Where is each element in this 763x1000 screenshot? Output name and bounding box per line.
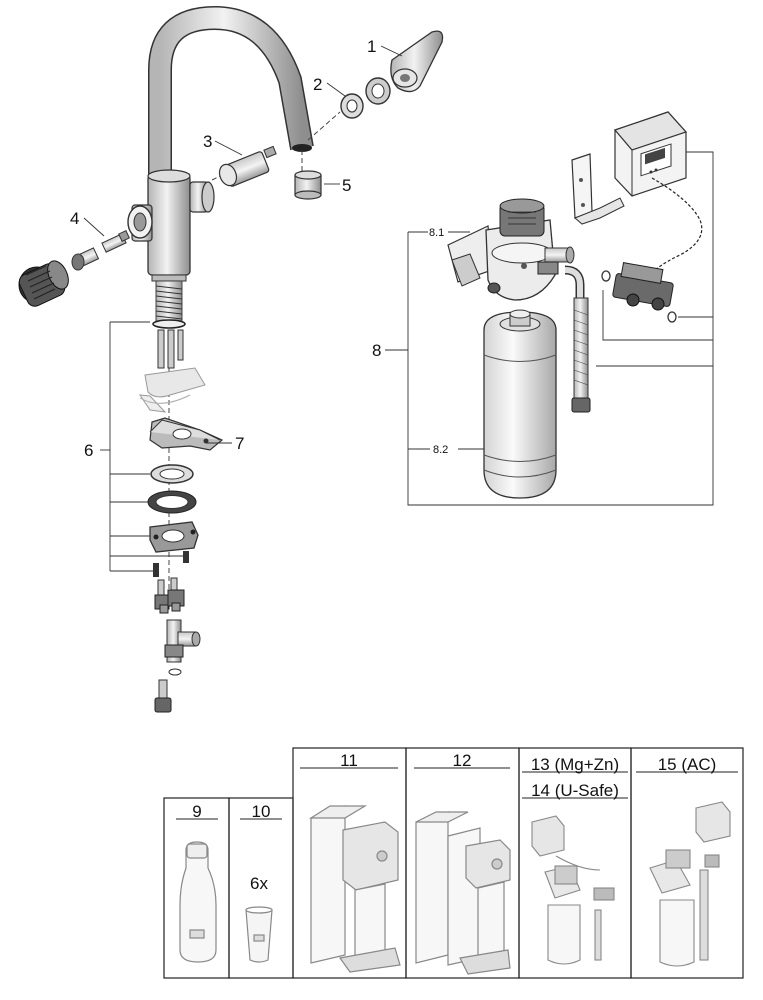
- filter-kit-illustration-13: [531, 815, 615, 965]
- label-part-8-2: 8.2: [433, 444, 448, 456]
- label-part-6: 6: [84, 441, 93, 460]
- carbonator-single-illustration: [308, 805, 401, 973]
- lever-handle: [390, 30, 444, 93]
- part-labels: 1 2 3 5 4 6 7 8 8.1 8.2: [70, 37, 448, 460]
- accessory-11-title: 11: [340, 751, 358, 770]
- label-part-8: 8: [372, 341, 381, 360]
- side-knob: [18, 230, 130, 307]
- accessory-9-title: 9: [192, 802, 201, 821]
- accessory-13-title: 13 (Mg+Zn): [531, 755, 619, 774]
- filter-system: [385, 111, 714, 506]
- label-part-8-1: 8.1: [429, 227, 444, 239]
- label-part-3: 3: [203, 132, 212, 151]
- accessory-10-quantity: 6x: [250, 874, 268, 893]
- aerator: [294, 170, 322, 200]
- label-part-1: 1: [367, 37, 376, 56]
- label-part-5: 5: [342, 176, 351, 195]
- glass-illustration: [245, 906, 273, 963]
- accessory-12-title: 12: [453, 751, 472, 770]
- accessory-titles: 9 10 6x 11 12 13 (Mg+Zn) 14 (U-Safe) 15 …: [192, 751, 716, 893]
- faucet-body: [147, 174, 191, 276]
- callout-lines: [83, 45, 403, 572]
- accessory-14-title: 14 (U-Safe): [531, 781, 619, 800]
- mounting-bracket: [138, 367, 224, 451]
- supply-connectors: [154, 577, 201, 713]
- accessory-10-title: 10: [252, 802, 271, 821]
- faucet-assembly: [127, 5, 314, 369]
- threaded-shank: [155, 280, 183, 324]
- label-part-2: 2: [313, 75, 322, 94]
- gaskets: [147, 464, 199, 577]
- bottle-illustration: [179, 841, 217, 963]
- label-part-4: 4: [70, 209, 79, 228]
- accessory-table: [163, 747, 744, 979]
- filter-kit-illustration-15: [649, 801, 731, 967]
- label-part-7: 7: [235, 434, 244, 453]
- carbonator-double-illustration: [415, 811, 511, 975]
- cartridge: [218, 145, 277, 187]
- retaining-rings: [340, 77, 391, 119]
- accessory-15-title: 15 (AC): [658, 755, 717, 774]
